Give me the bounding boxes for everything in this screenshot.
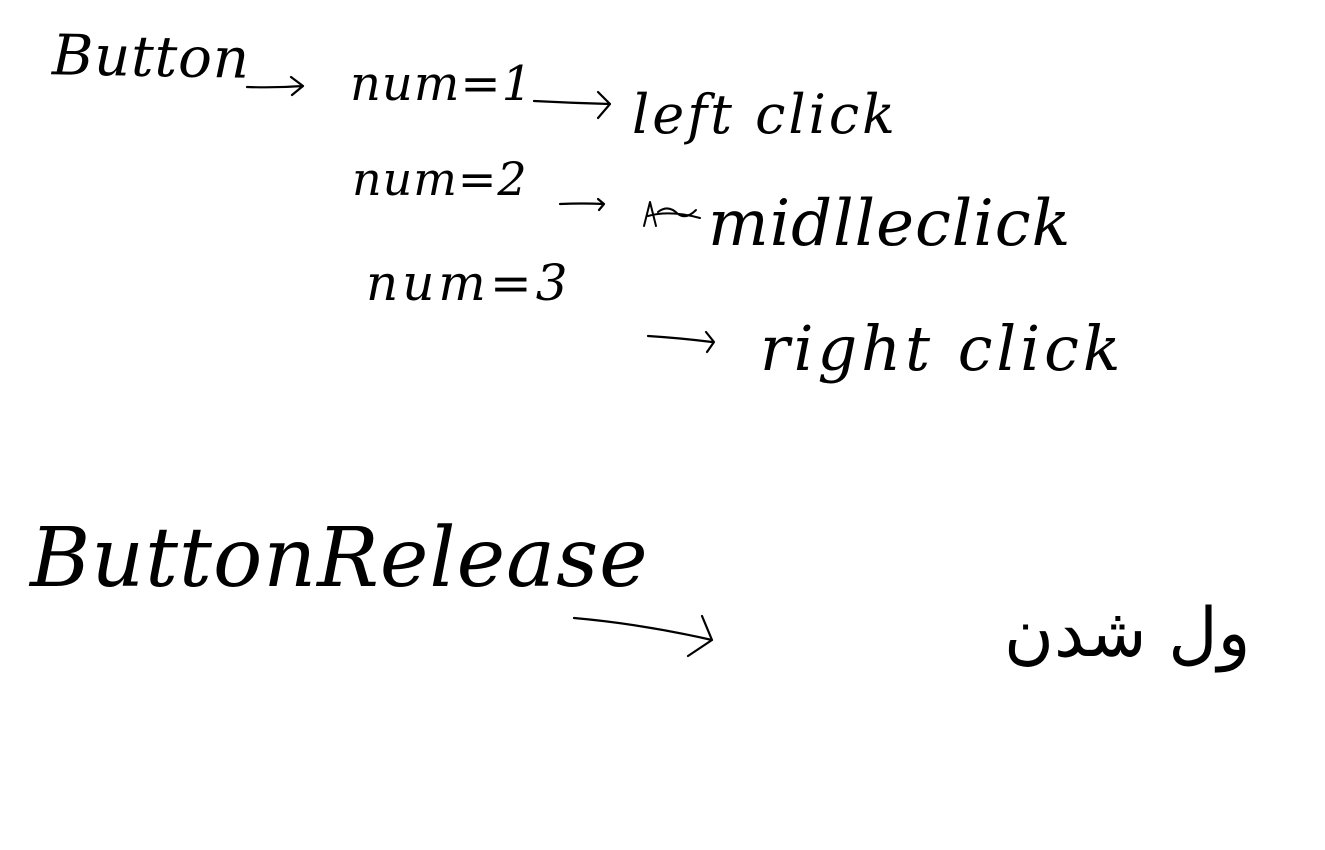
arrow-right-icon — [572, 614, 714, 658]
num3-label: num=3 — [366, 254, 572, 312]
arrow-right-icon — [646, 330, 716, 354]
arrow-right-icon — [245, 75, 305, 97]
middle-click-label: midlleclick — [708, 187, 1072, 261]
arrow-right-icon — [558, 197, 606, 212]
num2-label: num=2 — [352, 152, 528, 206]
button-event-label: Button — [51, 23, 251, 92]
release-meaning-label: ول شدن — [1004, 594, 1251, 673]
arrow-right-icon — [532, 90, 612, 120]
right-click-label: right click — [760, 312, 1125, 385]
button-release-label: ButtonRelease — [30, 511, 649, 606]
crossed-out-scribble — [643, 201, 701, 227]
left-click-label: left click — [632, 83, 898, 146]
num1-label: num=1 — [350, 56, 534, 112]
